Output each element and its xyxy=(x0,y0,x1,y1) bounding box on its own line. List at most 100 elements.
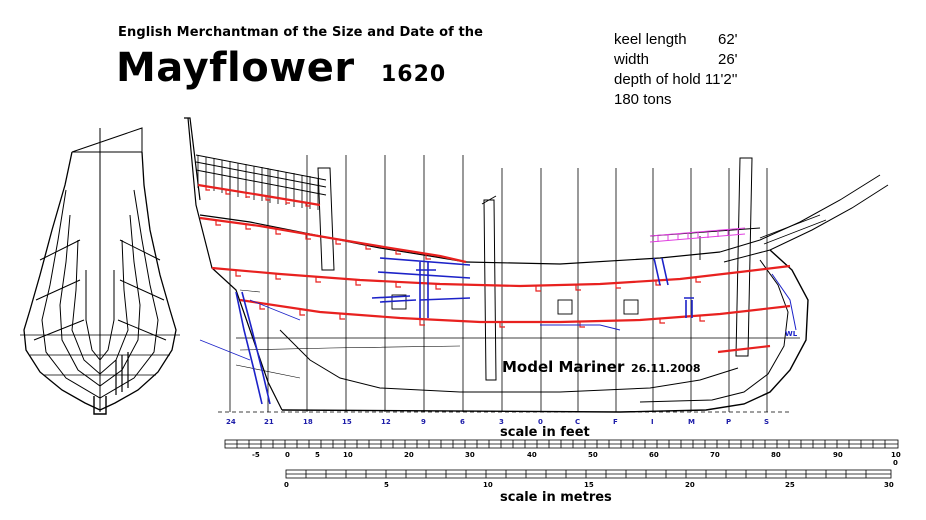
spec-label: keel length xyxy=(614,31,687,48)
red-wale-lower xyxy=(239,298,791,324)
blue-deck-beam xyxy=(377,257,471,279)
scale-metres-ticks: 0 5 10 15 20 25 30 xyxy=(284,481,894,489)
magenta-details xyxy=(649,227,746,243)
body-plan-frame xyxy=(41,189,159,399)
body-plan-frame xyxy=(71,239,129,375)
station-label: 0 xyxy=(538,418,543,426)
blue-stern-post xyxy=(235,291,271,405)
scale-tick: 0 xyxy=(893,459,898,467)
body-plan-frame xyxy=(85,270,115,361)
station-label: 24 xyxy=(226,418,236,426)
stem-inner xyxy=(639,259,789,403)
spec-value: 11'2'' xyxy=(704,71,738,88)
blue-keelson xyxy=(540,324,621,331)
body-plan-hatching xyxy=(115,352,129,395)
scale-tick: 25 xyxy=(785,481,795,489)
spec-value: 62' xyxy=(718,31,738,48)
scale-tick: 80 xyxy=(771,451,781,459)
scale-tick: 0 xyxy=(284,481,289,489)
drawing-title: Mayflower xyxy=(116,45,355,91)
blue-tiller xyxy=(199,299,301,361)
spec-keel-length: keel length 62' xyxy=(614,31,738,48)
blue-ladder xyxy=(653,257,669,286)
station-label: F xyxy=(613,418,618,426)
scale-tick: 10 xyxy=(343,451,353,459)
scale-tick: 5 xyxy=(315,451,320,459)
internal-lines xyxy=(235,289,461,379)
station-label: 3 xyxy=(499,418,504,426)
station-label: 9 xyxy=(421,418,426,426)
scale-feet-ticks: -5 0 5 10 20 30 40 50 60 70 80 90 10 0 xyxy=(252,451,901,467)
scale-tick: 20 xyxy=(404,451,414,459)
watermark-date: 26.11.2008 xyxy=(631,362,701,375)
scale-tick: 0 xyxy=(285,451,290,459)
blue-bitts xyxy=(684,297,694,318)
watermark-name: Model Mariner xyxy=(502,358,625,376)
stern-edge xyxy=(184,117,201,201)
drawing-subtitle: English Merchantman of the Size and Date… xyxy=(118,25,484,40)
waterline-label: WL xyxy=(785,330,798,338)
port-hatch xyxy=(557,299,573,315)
main-mast xyxy=(481,195,497,381)
scale-tick: 50 xyxy=(588,451,598,459)
red-wale-bow xyxy=(717,344,771,354)
beakhead xyxy=(719,174,889,263)
scale-tick: 15 xyxy=(584,481,594,489)
body-plan-keel xyxy=(93,396,107,415)
scale-tick: 90 xyxy=(833,451,843,459)
hull-bottom-stem xyxy=(281,249,809,413)
scale-tick: -5 xyxy=(252,451,260,459)
drawing-year: 1620 xyxy=(381,62,447,87)
scale-tick: 40 xyxy=(527,451,537,459)
red-wales xyxy=(197,183,791,354)
head-rail xyxy=(759,214,827,245)
waist-line xyxy=(465,251,721,265)
body-plan xyxy=(20,127,180,415)
station-label: 15 xyxy=(342,418,352,426)
red-wale-knees xyxy=(205,186,705,328)
blue-stem-knee xyxy=(771,273,797,331)
station-label: M xyxy=(688,418,695,426)
spec-value: 26' xyxy=(718,51,738,68)
scale-feet-bar xyxy=(224,439,899,449)
spec-label: depth of hold xyxy=(614,71,701,88)
station-label: I xyxy=(651,418,654,426)
blue-capstan xyxy=(371,295,471,303)
scale-feet-title: scale in feet xyxy=(500,425,590,440)
scale-tick: 5 xyxy=(384,481,389,489)
blue-pump xyxy=(416,262,436,318)
scale-tick: 60 xyxy=(649,451,659,459)
spec-width: width 26' xyxy=(614,51,738,68)
red-wale-poop xyxy=(197,183,321,207)
spec-label: width xyxy=(614,51,650,68)
station-label: S xyxy=(764,418,769,426)
body-plan-frame xyxy=(59,214,141,387)
poop-rail xyxy=(195,154,327,196)
station-label: P xyxy=(726,418,731,426)
body-plan-diagonals xyxy=(33,239,167,341)
scale-tick: 70 xyxy=(710,451,720,459)
station-labels: 24 21 18 15 12 9 6 3 0 C F I M P S xyxy=(226,418,769,426)
poop-balusters xyxy=(197,155,319,210)
scale-metres-title: scale in metres xyxy=(500,490,612,505)
scale-tick: 30 xyxy=(884,481,894,489)
scale-metres-bar xyxy=(285,469,892,479)
spec-tonnage: 180 tons xyxy=(614,91,672,108)
station-label: 21 xyxy=(264,418,274,426)
scale-tick: 10 xyxy=(891,451,901,459)
station-label: 18 xyxy=(303,418,313,426)
body-plan-stern-top xyxy=(71,127,143,153)
spec-label: 180 tons xyxy=(614,91,672,108)
spec-depth-of-hold: depth of hold 11'2'' xyxy=(614,71,737,88)
port-hatch xyxy=(623,299,639,315)
forecastle xyxy=(649,227,761,260)
station-label: 6 xyxy=(460,418,465,426)
red-wale-upper xyxy=(199,216,467,264)
stern-post xyxy=(187,117,283,411)
body-plan-waterlines xyxy=(20,334,180,376)
scale-tick: 10 xyxy=(483,481,493,489)
station-label: C xyxy=(575,418,580,426)
scale-tick: 20 xyxy=(685,481,695,489)
mizzen-mast xyxy=(317,167,335,271)
